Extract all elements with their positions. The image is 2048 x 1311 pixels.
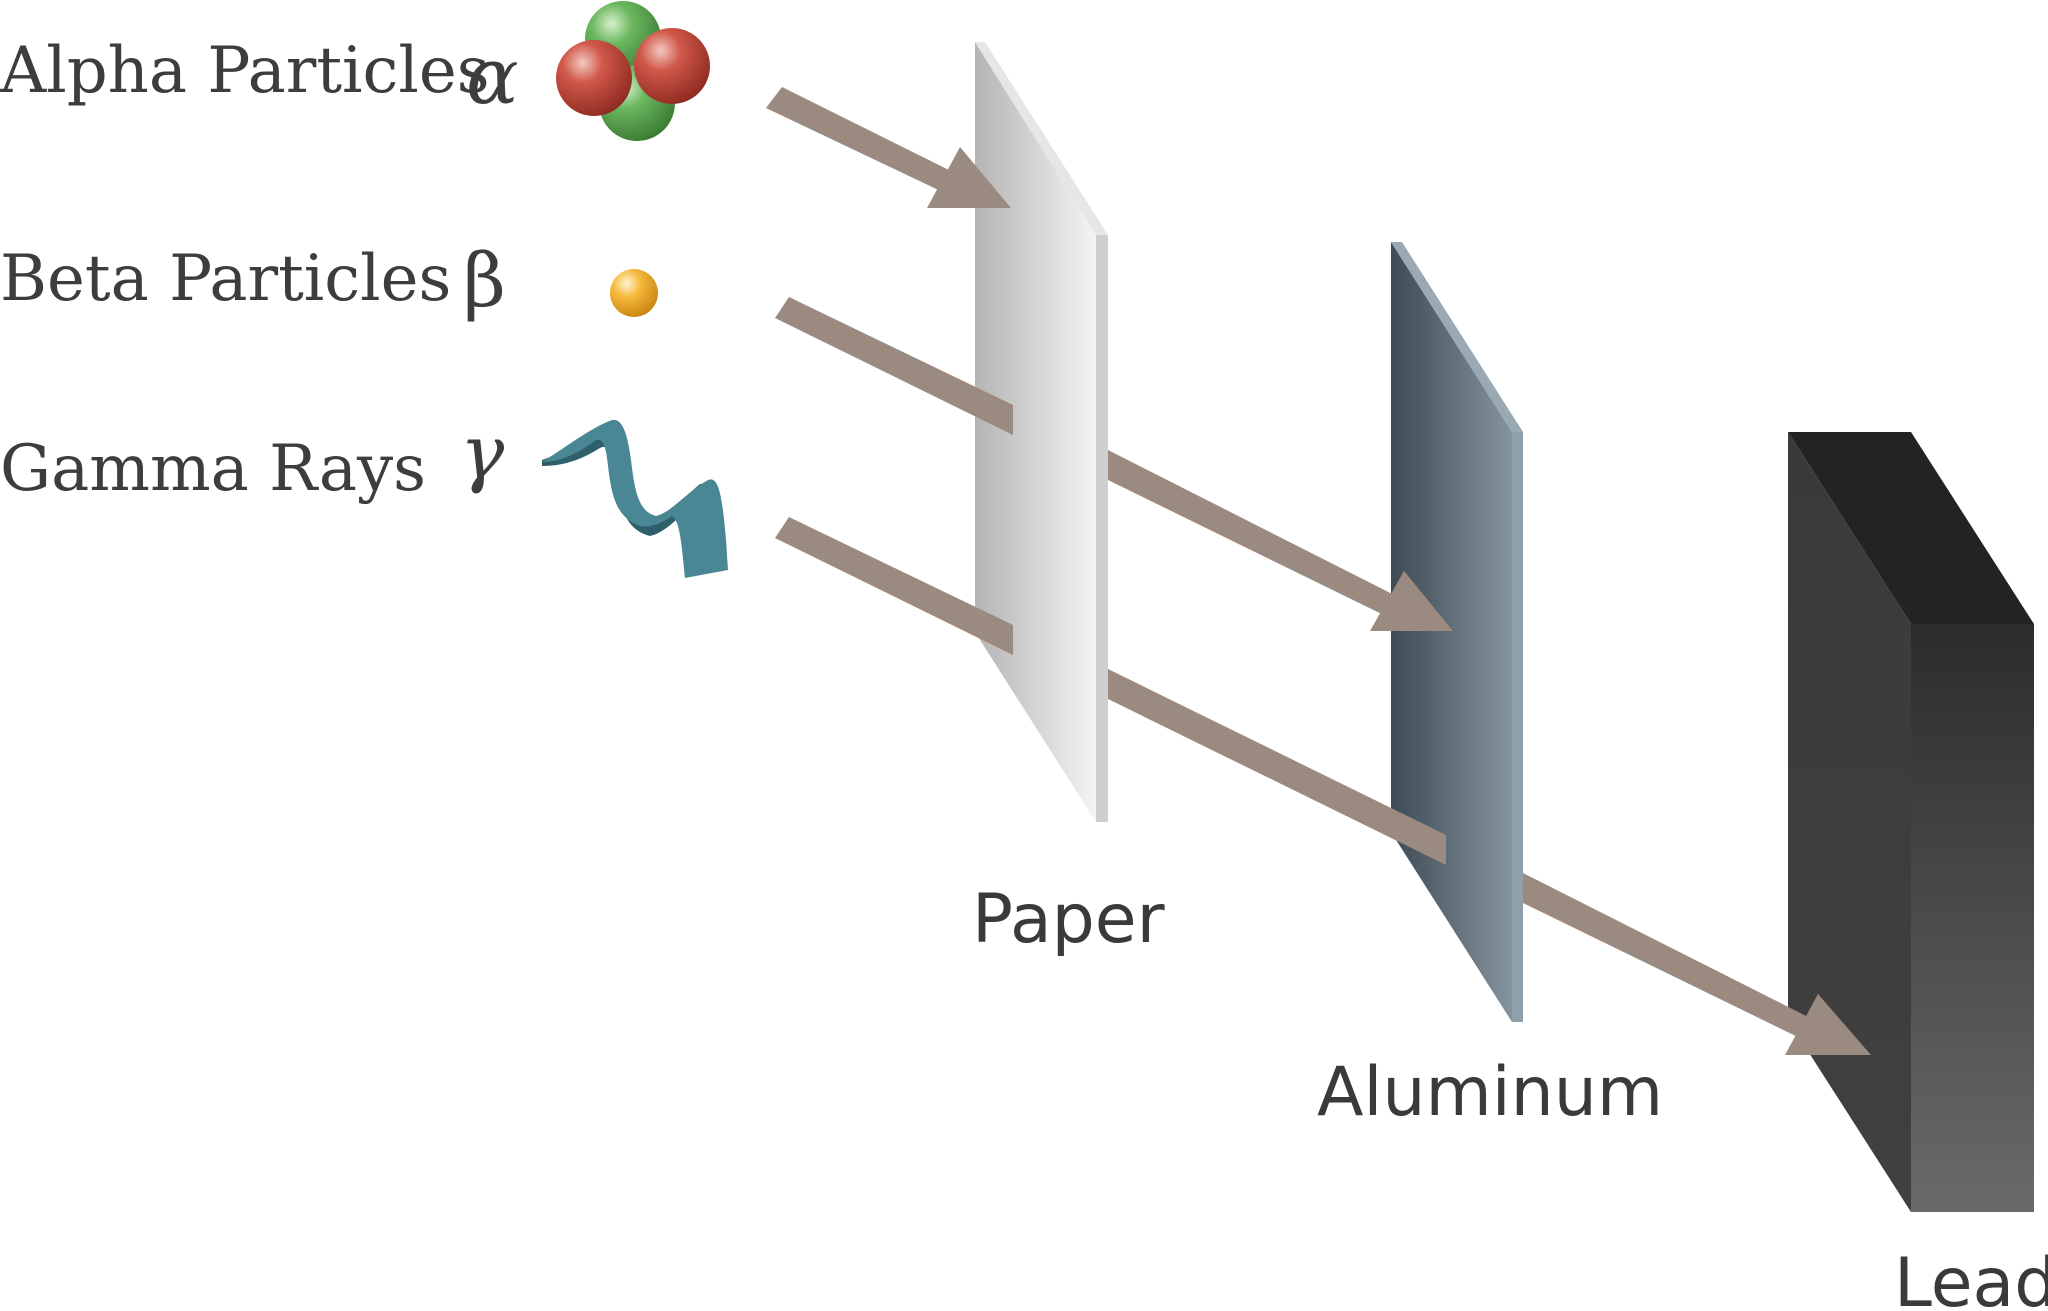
gamma-rays-label: Gamma Rays xyxy=(0,432,426,506)
beta-arrow-shaft-2 xyxy=(1108,450,1412,624)
gamma-arrow-shaft-3 xyxy=(1523,873,1816,1041)
alpha-particles-label: Alpha Particles xyxy=(0,34,490,108)
beta-arrow xyxy=(775,297,1453,631)
paper-face xyxy=(975,42,1096,822)
lead-top-face xyxy=(1788,432,2034,624)
lead-barrier xyxy=(1788,432,2034,1212)
beta-arrow-shaft-1 xyxy=(775,297,1013,435)
aluminum-edge xyxy=(1391,242,1523,432)
beta-arrow-head xyxy=(1370,571,1453,631)
alpha-arrow-shaft xyxy=(766,87,959,195)
aluminum-barrier xyxy=(1391,242,1523,1022)
alpha-symbol: α xyxy=(466,32,519,122)
beta-particle-icon xyxy=(610,269,658,317)
gamma-wave-icon xyxy=(542,419,728,578)
gamma-arrow-shaft-1 xyxy=(775,517,1013,655)
alpha-particle-icon xyxy=(556,1,710,141)
beta-symbol: β xyxy=(463,238,506,324)
proton-icon xyxy=(556,40,632,116)
gamma-arrow-head xyxy=(1785,994,1871,1055)
paper-barrier xyxy=(975,42,1108,822)
lead-front-face xyxy=(1911,624,2034,1212)
gamma-arrow-shaft-2 xyxy=(1108,669,1446,865)
lead-label: Lead xyxy=(1894,1244,2048,1311)
paper-side xyxy=(1096,235,1108,822)
gamma-wave-ribbon-front xyxy=(542,419,728,578)
aluminum-label: Aluminum xyxy=(1317,1053,1663,1132)
paper-edge xyxy=(975,42,1108,235)
aluminum-side xyxy=(1512,432,1523,1022)
proton-icon xyxy=(634,28,710,104)
beta-particles-label: Beta Particles xyxy=(0,242,451,316)
alpha-arrow xyxy=(766,87,1011,208)
gamma-symbol: γ xyxy=(460,410,505,496)
gamma-arrow xyxy=(775,517,1871,1055)
paper-label: Paper xyxy=(972,880,1165,959)
alpha-arrow-head xyxy=(927,147,1011,208)
aluminum-face xyxy=(1391,242,1512,1022)
